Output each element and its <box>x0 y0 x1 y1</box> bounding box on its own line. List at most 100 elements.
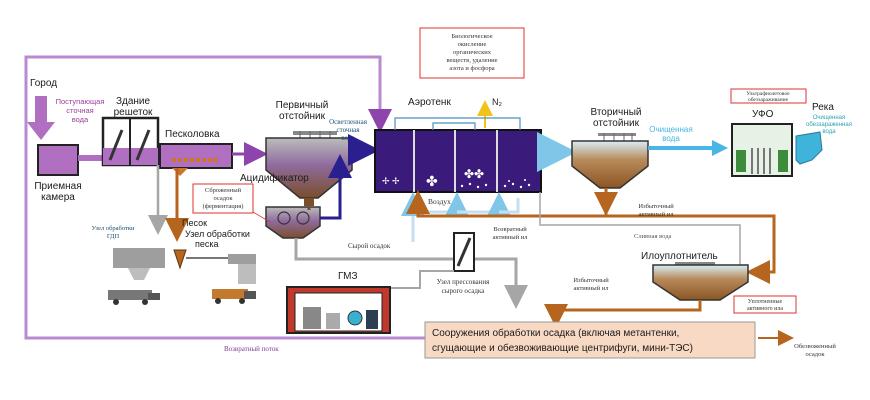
excess-sludge-to-thickener <box>606 214 776 284</box>
svg-text:вода: вода <box>72 115 89 124</box>
svg-text:песка: песка <box>195 239 219 249</box>
gdp-unit <box>108 248 165 305</box>
aerotank-label: Аэротенк <box>408 97 451 108</box>
svg-text:сточная: сточная <box>66 106 93 115</box>
sludge-thickener-label: Илоуплотнитель <box>641 251 718 262</box>
svg-text:активный ил: активный ил <box>573 285 609 292</box>
raw-sludge-press-unit <box>453 232 475 272</box>
svg-text:веществ, удаление: веществ, удаление <box>446 57 497 64</box>
flow-acidifier-to-aerotank <box>320 154 352 220</box>
svg-text:Обезвоженный: Обезвоженный <box>794 343 836 350</box>
svg-text:обеззараживание: обеззараживание <box>748 96 789 103</box>
uv-note: Ультрафиолетовое обеззараживание <box>730 88 807 104</box>
svg-text:активный ил: активный ил <box>638 211 674 218</box>
ufo-unit <box>731 123 793 177</box>
gdp-unit-label: Узел обработки ГДП <box>92 225 136 240</box>
gmz-building <box>286 286 391 334</box>
svg-text:окисление: окисление <box>458 41 487 48</box>
press-unit-line <box>390 270 454 289</box>
raw-sludge-label: Сырой осадок <box>348 242 391 250</box>
svg-text:(ферментация): (ферментация) <box>203 203 244 210</box>
compacted-sludge-note: Уплотненные активного ила <box>733 295 797 314</box>
ufo-label: УФО <box>752 109 774 120</box>
dewatered-sludge-label: Обезвоженный осадок <box>794 343 836 358</box>
svg-text:Уплотненные: Уплотненные <box>748 299 783 305</box>
screens-building <box>101 116 160 167</box>
sand-label: Песок <box>182 218 207 228</box>
svg-text:✤: ✤ <box>426 173 438 189</box>
drain-water-label: Сливная вода <box>634 233 671 240</box>
svg-text:✤✤: ✤✤ <box>464 167 484 181</box>
svg-text:активного ила: активного ила <box>747 306 783 312</box>
excess-sludge-top-label: Избыточный активный ил <box>638 203 674 218</box>
svg-text:вода: вода <box>662 134 680 143</box>
svg-text:Избыточный: Избыточный <box>638 203 674 210</box>
svg-text:сточная: сточная <box>337 126 361 134</box>
svg-text:сырого осадка: сырого осадка <box>442 287 486 295</box>
svg-text:активный ил: активный ил <box>492 234 528 241</box>
aerotank-tank: ✢ ✢ ✤ ✤✤ <box>374 117 542 193</box>
river-label: Река <box>812 102 834 113</box>
treated-river-water-label: Очищенная обеззараженная вода <box>806 115 852 135</box>
treated-water-label: Очищенная вода <box>649 125 692 143</box>
sludge-thickener <box>652 262 749 301</box>
svg-text:решеток: решеток <box>114 107 153 118</box>
sand-trap-label: Песколовка <box>165 129 220 140</box>
thickened-sludge-line <box>544 300 702 328</box>
svg-text:Вторичный: Вторичный <box>590 107 641 118</box>
note-connector <box>252 211 271 223</box>
svg-text:Здание: Здание <box>116 96 151 107</box>
acidifier-tank <box>265 206 321 239</box>
sand-unit <box>173 249 256 304</box>
svg-text:Очищенная: Очищенная <box>649 125 692 134</box>
secondary-clarifier <box>571 133 649 189</box>
incoming-water-label: Поступающая сточная вода <box>56 97 105 124</box>
acidifier-label: Ацидификатор <box>240 172 309 184</box>
svg-text:камера: камера <box>41 192 75 203</box>
svg-text:Приемная: Приемная <box>34 181 81 192</box>
sludge-treatment-facilities: Сооружения обработки осадка (включая мет… <box>424 321 756 359</box>
receiving-chamber <box>37 144 79 176</box>
air-label: Воздух <box>428 197 451 206</box>
n2-label: N₂ <box>492 97 502 107</box>
drain-water-line <box>539 192 741 270</box>
city-label: Город <box>30 78 57 89</box>
svg-text:Поступающая: Поступающая <box>56 97 105 106</box>
svg-text:вода: вода <box>822 129 836 135</box>
svg-text:Возвратный: Возвратный <box>493 226 527 233</box>
screens-building-label: Здание решеток <box>114 96 153 118</box>
raw-sludge-pipe <box>294 238 528 309</box>
gmz-label: ГМЗ <box>338 271 358 282</box>
svg-text:Сброженный: Сброженный <box>205 187 242 194</box>
svg-text:отстойник: отстойник <box>593 118 640 129</box>
return-flow-line <box>24 55 425 340</box>
river-shape <box>795 131 823 165</box>
svg-text:осадок: осадок <box>214 195 234 202</box>
sand-unit-label: Узел обработки песка <box>185 229 250 249</box>
receiving-chamber-label: Приемная камера <box>34 181 81 203</box>
svg-text:вода: вода <box>341 134 355 142</box>
raw-sludge-unit-label: Узел прессования сырого осадка <box>437 278 491 295</box>
svg-text:Очищенная: Очищенная <box>813 115 846 121</box>
svg-text:азота и фосфора: азота и фосфора <box>449 65 494 72</box>
svg-text:Узел прессования: Узел прессования <box>437 278 491 286</box>
return-flow-label: Возвратный поток <box>224 345 279 353</box>
svg-text:Избыточный: Избыточный <box>573 277 609 284</box>
primary-clarifier-label: Первичный отстойник <box>276 100 329 122</box>
bio-oxidation-note: Биологическое окисление органических вещ… <box>419 27 525 79</box>
excess-sludge-bottom-label: Избыточный активный ил <box>573 277 609 292</box>
sand-trap <box>159 143 233 176</box>
svg-text:✢ ✢: ✢ ✢ <box>382 176 400 186</box>
svg-text:Биологическое: Биологическое <box>451 33 492 40</box>
svg-text:Сооружения обработки осадка (в: Сооружения обработки осадка (включая мет… <box>432 327 679 339</box>
svg-text:Узел обработки: Узел обработки <box>92 225 136 232</box>
incoming-arrow <box>27 96 55 140</box>
secondary-clarifier-label: Вторичный отстойник <box>590 107 641 129</box>
primary-clarifier <box>265 131 353 206</box>
svg-text:органических: органических <box>453 49 492 56</box>
svg-text:Ультрафиолетовое: Ультрафиолетовое <box>746 90 790 97</box>
svg-text:осадок: осадок <box>806 351 826 358</box>
svg-text:ГДП: ГДП <box>107 233 120 240</box>
svg-text:Узел обработки: Узел обработки <box>185 229 250 239</box>
